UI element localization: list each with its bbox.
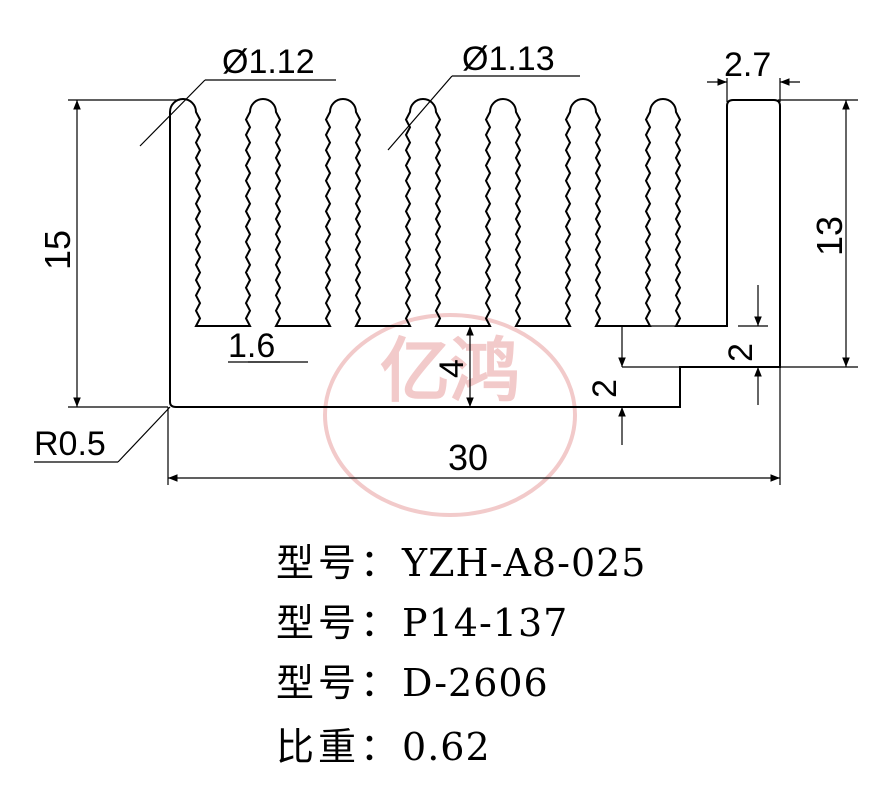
spec-line-model-3: 型号：D-2606	[276, 652, 549, 707]
dim-step-high: 2	[722, 343, 760, 362]
spec-label: 型号：	[276, 601, 403, 645]
watermark-logo: 亿鸿	[323, 313, 577, 517]
spec-line-density: 比重：0.62	[276, 716, 491, 771]
spec-value: P14-137	[402, 601, 569, 645]
spec-label: 型号：	[276, 541, 403, 585]
dim-diameter-left: Ø1.12	[222, 43, 315, 81]
dim-right-wall: 2.7	[724, 46, 771, 84]
spec-value: D-2606	[402, 661, 549, 705]
heatsink-profile-drawing: 亿鸿	[34, 40, 858, 517]
dim-diameter-mid: Ø1.13	[462, 40, 555, 78]
profile-outline	[169, 98, 781, 408]
spec-value: YZH-A8-025	[402, 541, 647, 585]
dim-fin-gap: 1.6	[228, 327, 275, 365]
spec-label: 型号：	[276, 661, 403, 705]
dim-total-width: 30	[448, 437, 488, 478]
dim-step-low: 2	[586, 379, 624, 398]
dim-total-height: 15	[37, 230, 78, 270]
spec-value: 0.62	[402, 725, 491, 769]
spec-line-model-1: 型号：YZH-A8-025	[276, 532, 646, 587]
dim-corner-radius: R0.5	[34, 425, 106, 463]
dimension-lines	[34, 75, 858, 485]
spec-label: 比重：	[276, 725, 403, 769]
watermark-text: 亿鸿	[380, 330, 520, 412]
dim-right-height: 13	[809, 216, 850, 256]
spec-line-model-2: 型号：P14-137	[276, 592, 568, 647]
dim-base-thickness: 4	[433, 359, 471, 378]
